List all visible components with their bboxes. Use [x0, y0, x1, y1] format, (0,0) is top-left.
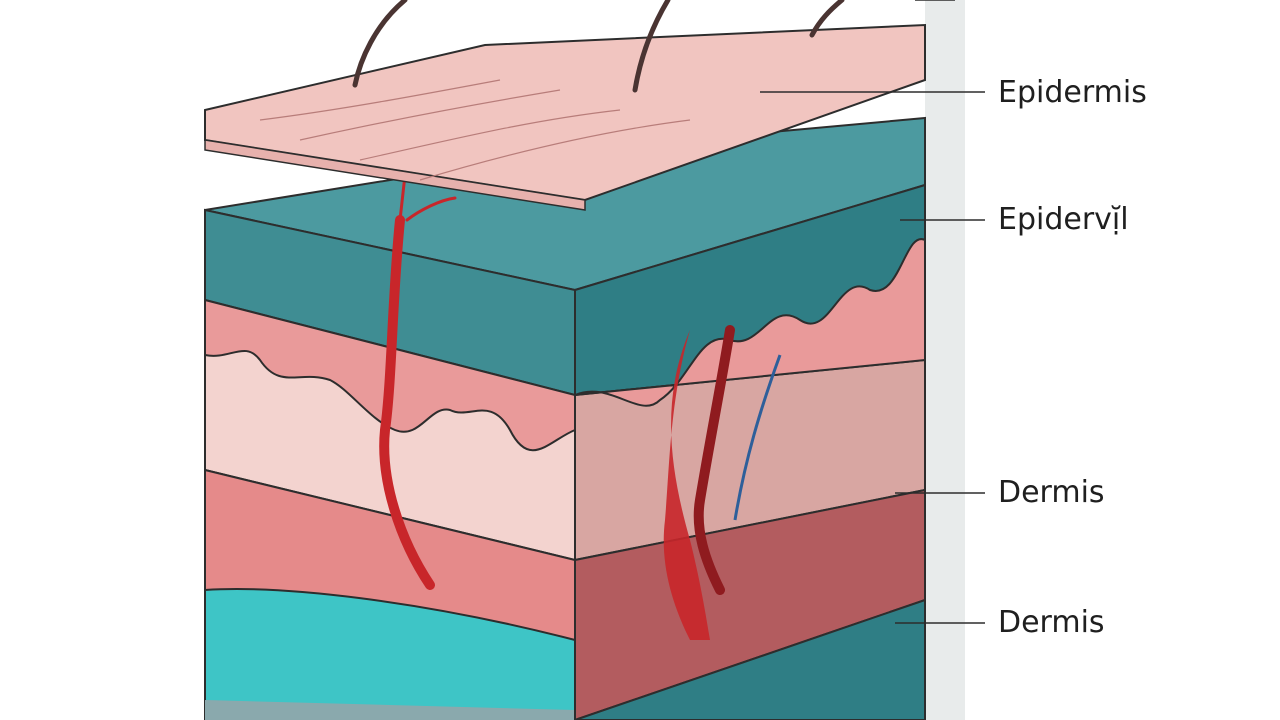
hair-strand-icon [632, 0, 671, 93]
blood-clot-icon [663, 330, 710, 640]
vessel-upper-branch-icon [398, 174, 407, 221]
label-epidermis: Epidermis [998, 75, 1147, 110]
label-dermis-2: Dermis [998, 605, 1105, 640]
label-epidermis-misspelled: Epidervị̆l [998, 202, 1129, 237]
side-teal-lower-layer [574, 598, 926, 720]
hair-strand-icon [352, 0, 408, 88]
front-bottom-grey-strip [205, 700, 575, 720]
side-wavy-dermal-papillae [574, 238, 926, 407]
label-dermis-1: Dermis [998, 475, 1105, 510]
vein-icon [733, 354, 782, 521]
side-panel [925, 0, 965, 720]
vessel-branch-icon [405, 196, 457, 222]
front-bright-teal-layer [204, 588, 576, 720]
epidermis-flap-edge [204, 139, 586, 211]
dark-vessel-icon [693, 325, 735, 595]
hair-strand-icon [809, 0, 845, 38]
skin-texture-lines [259, 79, 691, 181]
blood-vessel-icon [379, 215, 435, 590]
